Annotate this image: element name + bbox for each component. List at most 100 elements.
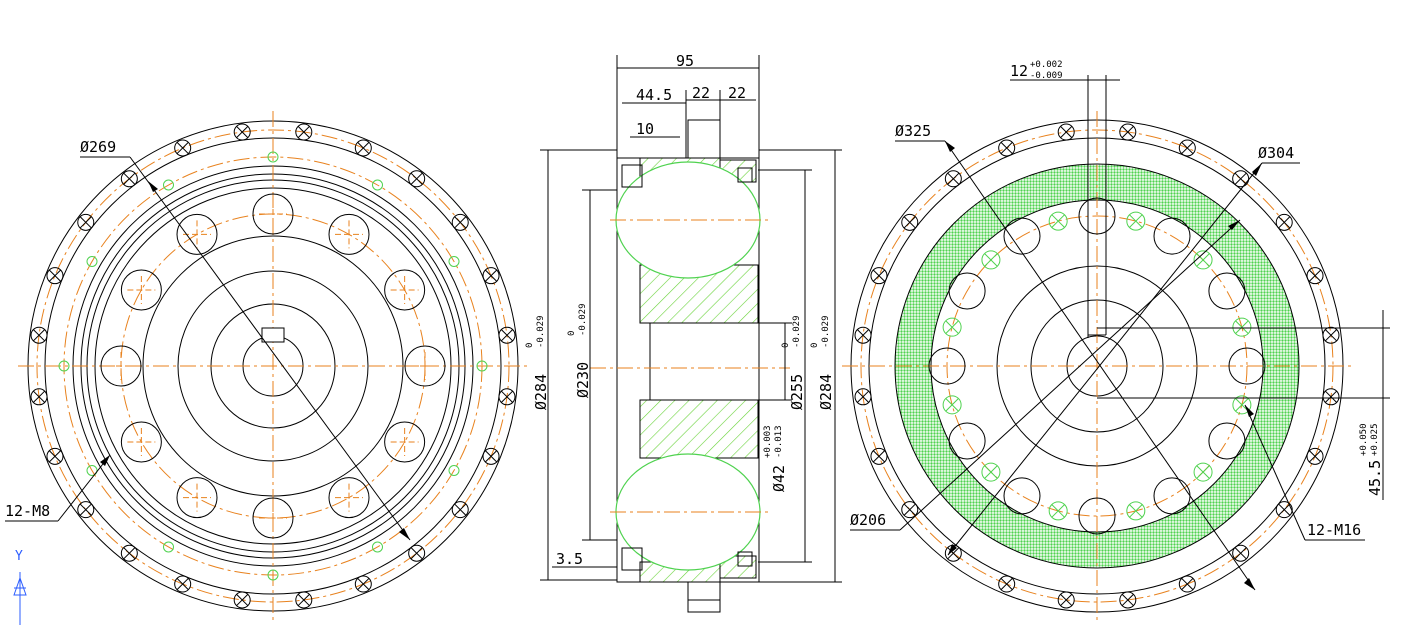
left-outer-bolt-hole-cross xyxy=(454,503,467,516)
dia-42-label: Ø42 xyxy=(770,465,788,492)
right-outer-bolt-hole-cross xyxy=(1000,142,1013,154)
right-outer-bolt-hole-cross xyxy=(903,216,916,229)
left-outer-bolt-hole xyxy=(233,591,251,609)
right-outer-bolt-hole xyxy=(870,267,888,285)
right-m16-hole xyxy=(1232,395,1252,415)
right-m16-hole-cross xyxy=(1235,320,1249,334)
right-m16-hole xyxy=(981,250,1001,270)
right-outer-bolt-hole xyxy=(1306,267,1324,285)
right-m16-hole xyxy=(942,317,962,337)
right-m16-hole-cross xyxy=(984,465,998,479)
left-outer-bolt-hole xyxy=(498,388,516,406)
right-view-bolt-holes xyxy=(854,123,1340,609)
left-outer-bolt-hole-cross xyxy=(485,269,497,282)
left-outer-bolt-hole xyxy=(482,267,500,285)
left-outer-bolt-hole-cross xyxy=(236,126,249,138)
left-outline-circle xyxy=(177,270,369,462)
dia-269-leader xyxy=(129,156,411,541)
right-outer-bolt-hole-cross xyxy=(947,172,960,185)
svg-text:+0.050: +0.050 xyxy=(1359,423,1369,456)
left-outer-bolt-hole-cross xyxy=(357,578,370,590)
right-outer-bolt-hole-cross xyxy=(903,503,916,516)
right-m16-hole xyxy=(1126,211,1146,231)
right-m16-hole-cross xyxy=(1235,398,1249,412)
right-outer-bolt-hole-cross xyxy=(873,450,885,463)
left-outer-bolt-hole-cross xyxy=(485,450,497,463)
right-m16-hole xyxy=(1126,501,1146,521)
svg-text:-0.029: -0.029 xyxy=(792,315,802,348)
right-outer-bolt-hole-cross xyxy=(1000,578,1013,590)
left-m8-hole xyxy=(372,179,383,191)
width-22-b-label: 22 xyxy=(728,84,746,102)
right-m16-hole xyxy=(942,395,962,415)
thread-m16-label: 12-M16 xyxy=(1307,521,1361,539)
left-lightening-hole xyxy=(176,213,218,255)
svg-text:+0.025: +0.025 xyxy=(1370,423,1380,456)
left-lightening-hole xyxy=(176,477,218,519)
right-outer-bolt-hole xyxy=(870,447,888,465)
right-outer-bolt-hole xyxy=(1178,139,1196,157)
right-outer-bolt-hole xyxy=(901,501,919,519)
right-inner-hole xyxy=(1208,272,1246,310)
left-outer-bolt-hole-cross xyxy=(410,547,423,560)
left-outer-bolt-hole xyxy=(408,170,426,188)
width-22-a-label: 22 xyxy=(692,84,710,102)
right-outer-bolt-hole xyxy=(901,213,919,231)
left-lightening-hole xyxy=(384,269,426,311)
left-outer-bolt-hole-cross xyxy=(79,503,92,516)
right-outer-bolt-hole xyxy=(1057,123,1075,141)
width-10-label: 10 xyxy=(636,120,654,138)
left-outer-bolt-hole xyxy=(498,326,516,344)
left-outer-bolt-hole xyxy=(77,213,95,231)
left-outer-bolt-hole xyxy=(482,447,500,465)
left-outer-bolt-hole-cross xyxy=(79,216,92,229)
left-lightening-hole xyxy=(328,477,370,519)
right-outline-circle xyxy=(894,163,1300,569)
ucs-axis-icon: Y xyxy=(13,549,27,625)
left-outer-bolt-hole-cross xyxy=(33,329,45,342)
svg-text:0: 0 xyxy=(525,343,535,348)
right-inner-hole xyxy=(948,422,986,460)
right-outer-bolt-hole xyxy=(1178,575,1196,593)
left-m8-hole xyxy=(163,179,174,191)
right-outer-bolt-hole-cross xyxy=(857,390,869,403)
right-m16-hole-cross xyxy=(945,320,959,334)
right-m16-hole-cross xyxy=(984,253,998,267)
left-outer-bolt-hole-cross xyxy=(501,390,513,403)
right-outer-bolt-hole-cross xyxy=(1278,503,1291,516)
left-outer-bolt-hole xyxy=(120,170,138,188)
right-m16-hole-cross xyxy=(1129,504,1143,518)
left-m8-hole xyxy=(448,465,460,476)
right-m16-hole xyxy=(1232,317,1252,337)
left-m8-hole xyxy=(476,360,488,372)
left-lightening-hole xyxy=(328,213,370,255)
right-m16-hole xyxy=(1193,250,1213,270)
right-m16-hole xyxy=(1048,501,1068,521)
right-back-view: 12 +0.002 -0.009 Ø325 Ø304 Ø206 12-M16 4… xyxy=(842,60,1390,621)
right-outer-bolt-hole xyxy=(1232,170,1250,188)
right-outer-bolt-hole-cross xyxy=(1181,578,1194,590)
right-outer-bolt-hole-cross xyxy=(1121,594,1134,606)
left-lightening-hole xyxy=(384,421,426,463)
left-outer-bolt-hole-cross xyxy=(49,450,61,463)
right-outer-bolt-hole xyxy=(1057,591,1075,609)
height-45-5-label: 45.5 xyxy=(1366,460,1384,496)
left-outer-bolt-hole xyxy=(120,544,138,562)
right-m16-hole-cross xyxy=(945,398,959,412)
right-m16-hole-cross xyxy=(1196,465,1210,479)
right-outer-bolt-hole-cross xyxy=(1309,269,1321,282)
svg-text:+0.003: +0.003 xyxy=(763,425,773,458)
left-view-centerlines xyxy=(18,111,528,621)
left-outer-bolt-hole xyxy=(354,575,372,593)
left-outer-bolt-hole xyxy=(46,447,64,465)
left-lightening-hole xyxy=(120,421,162,463)
left-outer-bolt-hole xyxy=(174,139,192,157)
left-outer-bolt-hole-cross xyxy=(410,172,423,185)
left-outer-bolt-hole xyxy=(451,213,469,231)
right-inner-hole xyxy=(1153,217,1191,255)
m8-leader xyxy=(57,454,111,522)
left-outer-bolt-hole-cross xyxy=(123,547,136,560)
left-outer-bolt-hole xyxy=(295,591,313,609)
